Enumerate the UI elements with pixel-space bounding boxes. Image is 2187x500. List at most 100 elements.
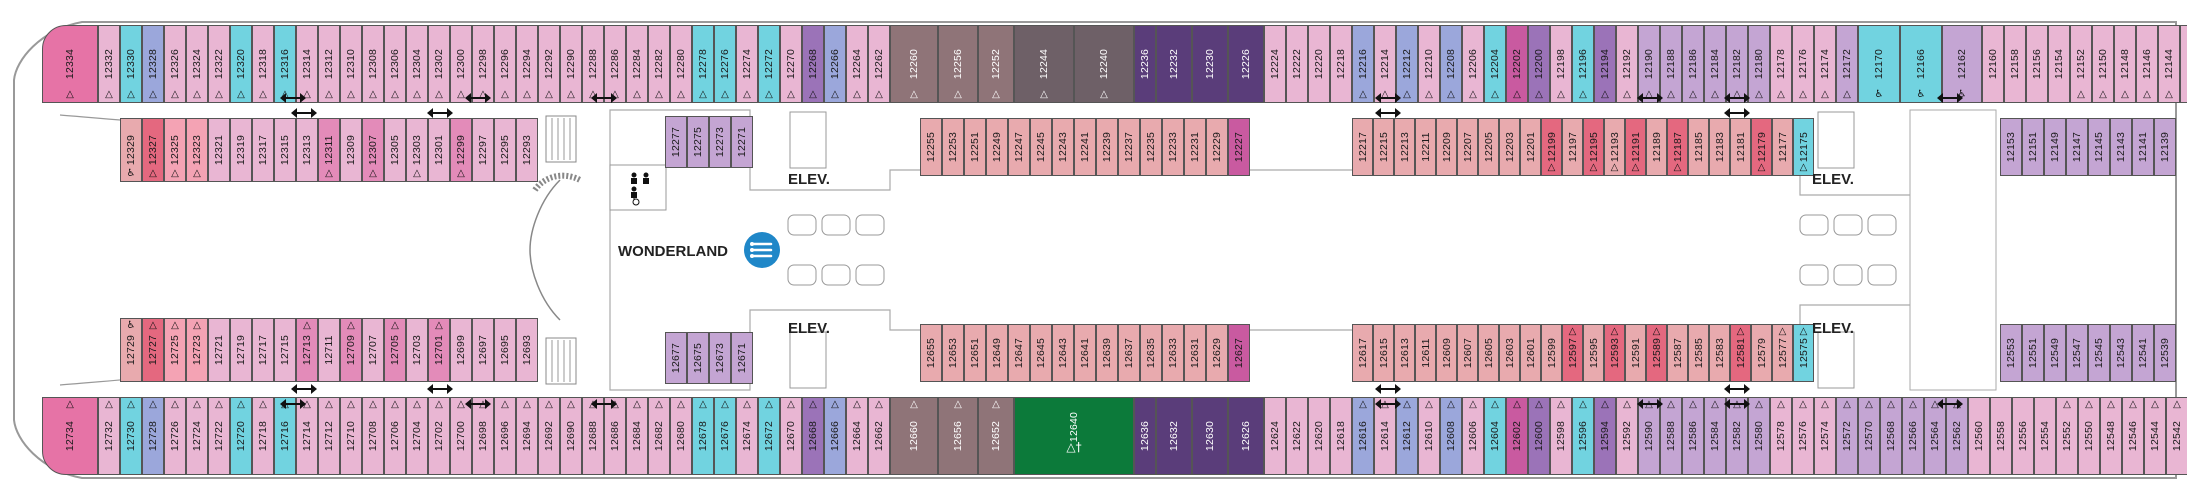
cabin-12552[interactable]: 12552△ bbox=[2056, 397, 2078, 475]
cabin-12603[interactable]: 12603 bbox=[1499, 324, 1520, 382]
cabin-12703[interactable]: 12703 bbox=[406, 318, 428, 382]
cabin-12297[interactable]: 12297 bbox=[472, 118, 494, 182]
cabin-12255[interactable]: 12255 bbox=[920, 118, 942, 176]
cabin-12572[interactable]: 12572△ bbox=[1836, 397, 1858, 475]
cabin-12558[interactable]: 12558 bbox=[1990, 397, 2012, 475]
cabin-12268[interactable]: 12268△ bbox=[802, 25, 824, 103]
cabin-12604[interactable]: 12604△ bbox=[1484, 397, 1506, 475]
cabin-12622[interactable]: 12622 bbox=[1286, 397, 1308, 475]
cabin-12323[interactable]: 12323△ bbox=[186, 118, 208, 182]
cabin-12313[interactable]: 12313 bbox=[296, 118, 318, 182]
cabin-12260[interactable]: 12260△ bbox=[890, 25, 938, 103]
cabin-12713[interactable]: 12713△ bbox=[296, 318, 318, 382]
cabin-12595[interactable]: 12595 bbox=[1583, 324, 1604, 382]
cabin-12722[interactable]: 12722△ bbox=[208, 397, 230, 475]
cabin-12682[interactable]: 12682△ bbox=[648, 397, 670, 475]
cabin-12277[interactable]: 12277 bbox=[665, 116, 687, 168]
cabin-12227[interactable]: 12227 bbox=[1228, 118, 1250, 176]
cabin-12598[interactable]: 12598△ bbox=[1550, 397, 1572, 475]
cabin-12721[interactable]: 12721 bbox=[208, 318, 230, 382]
cabin-12589[interactable]: 12589△ bbox=[1646, 324, 1667, 382]
cabin-12142[interactable]: 12142△ bbox=[2180, 25, 2187, 103]
cabin-12247[interactable]: 12247 bbox=[1008, 118, 1030, 176]
cabin-12620[interactable]: 12620 bbox=[1308, 397, 1330, 475]
cabin-12690[interactable]: 12690△ bbox=[560, 397, 582, 475]
cabin-12568[interactable]: 12568△ bbox=[1880, 397, 1902, 475]
cabin-12179[interactable]: 12179△ bbox=[1751, 118, 1772, 176]
cabin-12233[interactable]: 12233 bbox=[1162, 118, 1184, 176]
cabin-12609[interactable]: 12609 bbox=[1436, 324, 1457, 382]
cabin-12321[interactable]: 12321 bbox=[208, 118, 230, 182]
cabin-12308[interactable]: 12308△ bbox=[362, 25, 384, 103]
cabin-12692[interactable]: 12692△ bbox=[538, 397, 560, 475]
cabin-12706[interactable]: 12706△ bbox=[384, 397, 406, 475]
cabin-12640[interactable]: 12640△† bbox=[1014, 397, 1134, 475]
cabin-12215[interactable]: 12215 bbox=[1373, 118, 1394, 176]
cabin-12651[interactable]: 12651 bbox=[964, 324, 986, 382]
cabin-12693[interactable]: 12693 bbox=[516, 318, 538, 382]
cabin-12599[interactable]: 12599 bbox=[1541, 324, 1562, 382]
cabin-12701[interactable]: 12701△ bbox=[428, 318, 450, 382]
cabin-12226[interactable]: 12226 bbox=[1228, 25, 1264, 103]
cabin-12647[interactable]: 12647 bbox=[1008, 324, 1030, 382]
cabin-12719[interactable]: 12719 bbox=[230, 318, 252, 382]
cabin-12213[interactable]: 12213 bbox=[1394, 118, 1415, 176]
cabin-12593[interactable]: 12593△ bbox=[1604, 324, 1625, 382]
cabin-12203[interactable]: 12203 bbox=[1499, 118, 1520, 176]
cabin-12190[interactable]: 12190△ bbox=[1638, 25, 1660, 103]
cabin-12326[interactable]: 12326△ bbox=[164, 25, 186, 103]
cabin-12674[interactable]: 12674△ bbox=[736, 397, 758, 475]
cabin-12239[interactable]: 12239 bbox=[1096, 118, 1118, 176]
cabin-12184[interactable]: 12184△ bbox=[1704, 25, 1726, 103]
cabin-12726[interactable]: 12726△ bbox=[164, 397, 186, 475]
cabin-12554[interactable]: 12554 bbox=[2034, 397, 2056, 475]
cabin-12276[interactable]: 12276△ bbox=[714, 25, 736, 103]
cabin-12309[interactable]: 12309 bbox=[340, 118, 362, 182]
cabin-12724[interactable]: 12724△ bbox=[186, 397, 208, 475]
cabin-12270[interactable]: 12270△ bbox=[780, 25, 802, 103]
cabin-12585[interactable]: 12585 bbox=[1688, 324, 1709, 382]
cabin-12684[interactable]: 12684△ bbox=[626, 397, 648, 475]
cabin-12141[interactable]: 12141 bbox=[2132, 118, 2154, 176]
cabin-12635[interactable]: 12635 bbox=[1140, 324, 1162, 382]
cabin-12624[interactable]: 12624 bbox=[1264, 397, 1286, 475]
cabin-12306[interactable]: 12306△ bbox=[384, 25, 406, 103]
cabin-12704[interactable]: 12704△ bbox=[406, 397, 428, 475]
cabin-12546[interactable]: 12546△ bbox=[2122, 397, 2144, 475]
cabin-12193[interactable]: 12193△ bbox=[1604, 118, 1625, 176]
cabin-12318[interactable]: 12318△ bbox=[252, 25, 274, 103]
cabin-12314[interactable]: 12314△ bbox=[296, 25, 318, 103]
cabin-12194[interactable]: 12194△ bbox=[1594, 25, 1616, 103]
cabin-12178[interactable]: 12178△ bbox=[1770, 25, 1792, 103]
cabin-12636[interactable]: 12636 bbox=[1134, 397, 1156, 475]
cabin-12292[interactable]: 12292△ bbox=[538, 25, 560, 103]
cabin-12192[interactable]: 12192△ bbox=[1616, 25, 1638, 103]
dining-icon[interactable] bbox=[744, 232, 780, 268]
cabin-12700[interactable]: 12700△ bbox=[450, 397, 472, 475]
cabin-12553[interactable]: 12553 bbox=[2000, 324, 2022, 382]
cabin-12199[interactable]: 12199△ bbox=[1541, 118, 1562, 176]
cabin-12274[interactable]: 12274△ bbox=[736, 25, 758, 103]
cabin-12330[interactable]: 12330△ bbox=[120, 25, 142, 103]
cabin-12613[interactable]: 12613 bbox=[1394, 324, 1415, 382]
cabin-12696[interactable]: 12696△ bbox=[494, 397, 516, 475]
cabin-12253[interactable]: 12253 bbox=[942, 118, 964, 176]
cabin-12727[interactable]: 12727△ bbox=[142, 318, 164, 382]
cabin-12626[interactable]: 12626 bbox=[1228, 397, 1264, 475]
cabin-12195[interactable]: 12195△ bbox=[1583, 118, 1604, 176]
cabin-12198[interactable]: 12198△ bbox=[1550, 25, 1572, 103]
cabin-12185[interactable]: 12185 bbox=[1688, 118, 1709, 176]
cabin-12632[interactable]: 12632 bbox=[1156, 397, 1192, 475]
cabin-12680[interactable]: 12680△ bbox=[670, 397, 692, 475]
cabin-12237[interactable]: 12237 bbox=[1118, 118, 1140, 176]
cabin-12210[interactable]: 12210△ bbox=[1418, 25, 1440, 103]
cabin-12543[interactable]: 12543 bbox=[2110, 324, 2132, 382]
cabin-12319[interactable]: 12319 bbox=[230, 118, 252, 182]
cabin-12605[interactable]: 12605 bbox=[1478, 324, 1499, 382]
cabin-12542[interactable]: 12542△ bbox=[2166, 397, 2187, 475]
cabin-12586[interactable]: 12586△ bbox=[1682, 397, 1704, 475]
cabin-12596[interactable]: 12596△ bbox=[1572, 397, 1594, 475]
cabin-12583[interactable]: 12583 bbox=[1709, 324, 1730, 382]
cabin-12649[interactable]: 12649 bbox=[986, 324, 1008, 382]
cabin-12224[interactable]: 12224 bbox=[1264, 25, 1286, 103]
